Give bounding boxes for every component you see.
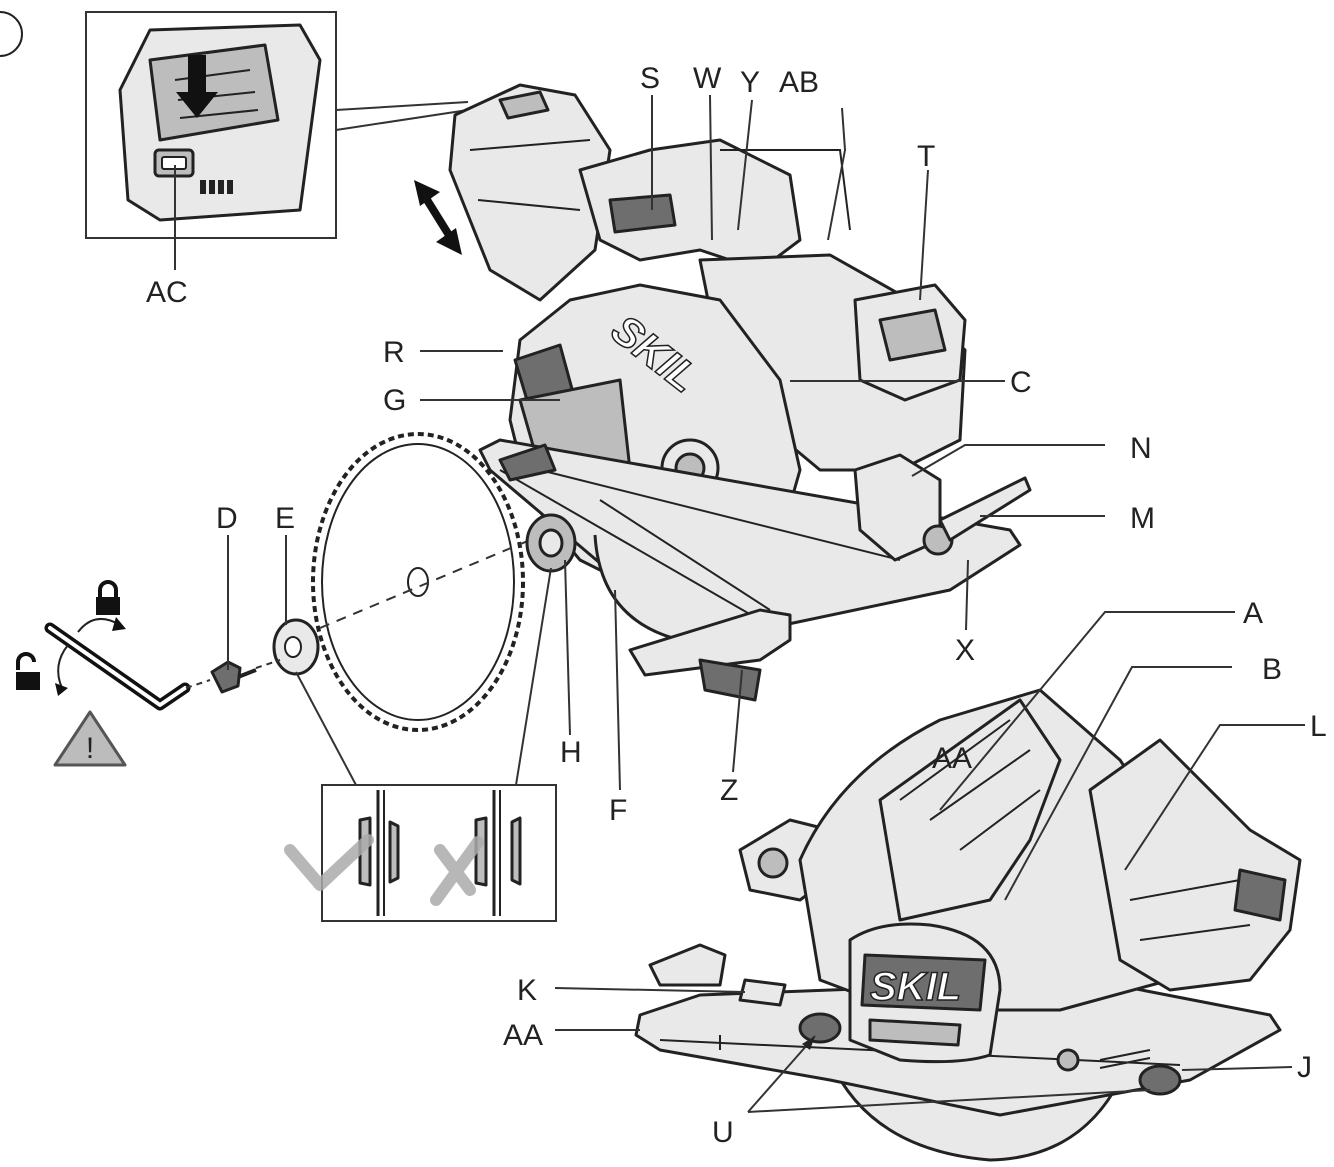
hex-key bbox=[44, 617, 211, 711]
label-e: E bbox=[275, 502, 295, 535]
label-z: Z bbox=[720, 774, 738, 807]
label-g: G bbox=[383, 384, 406, 417]
brand-logo-lower: SKIL bbox=[870, 965, 961, 1009]
unlock-icon bbox=[16, 652, 40, 690]
outer-flange bbox=[272, 618, 320, 676]
label-f: F bbox=[609, 794, 627, 827]
figure-number-circle bbox=[0, 11, 23, 57]
label-w: W bbox=[693, 62, 722, 95]
flange-orientation-inset bbox=[284, 567, 557, 922]
label-y: Y bbox=[740, 66, 760, 99]
label-h: H bbox=[560, 736, 582, 769]
blade-bolt bbox=[210, 660, 257, 694]
label-a: A bbox=[1243, 597, 1263, 630]
check-icon bbox=[284, 834, 374, 891]
lower-saw-body: SKIL bbox=[634, 688, 1302, 1162]
label-m: M bbox=[1130, 502, 1155, 535]
label-r: R bbox=[383, 336, 405, 369]
label-t: T bbox=[917, 140, 935, 173]
inner-flange bbox=[525, 513, 577, 573]
upper-saw-body: SKIL bbox=[448, 83, 1032, 702]
double-arrow-icon bbox=[414, 180, 462, 255]
label-u: U bbox=[712, 1116, 734, 1149]
label-j: J bbox=[1297, 1051, 1312, 1084]
svg-text:!: ! bbox=[86, 732, 94, 765]
label-ac: AC bbox=[146, 276, 188, 309]
label-c: C bbox=[1010, 366, 1032, 399]
label-aa-top: AA bbox=[932, 742, 972, 775]
saw-blade bbox=[311, 432, 531, 732]
leader-lines bbox=[227, 94, 1305, 1113]
label-b: B bbox=[1262, 653, 1282, 686]
lock-icon bbox=[96, 580, 120, 615]
label-l: L bbox=[1310, 710, 1327, 743]
label-x: X bbox=[955, 634, 975, 667]
cross-icon bbox=[430, 836, 484, 906]
warning-icon: ! bbox=[53, 710, 127, 767]
label-s: S bbox=[640, 62, 660, 95]
label-n: N bbox=[1130, 432, 1152, 465]
battery-inset bbox=[85, 11, 469, 270]
callout-labels: S W Y AB T AC R G C N M D E A B L X H F … bbox=[146, 62, 1327, 1149]
label-d: D bbox=[216, 502, 238, 535]
arrow-down-icon bbox=[176, 55, 218, 118]
label-k: K bbox=[517, 974, 537, 1007]
label-ab: AB bbox=[779, 66, 819, 99]
label-aa: AA bbox=[503, 1019, 543, 1052]
